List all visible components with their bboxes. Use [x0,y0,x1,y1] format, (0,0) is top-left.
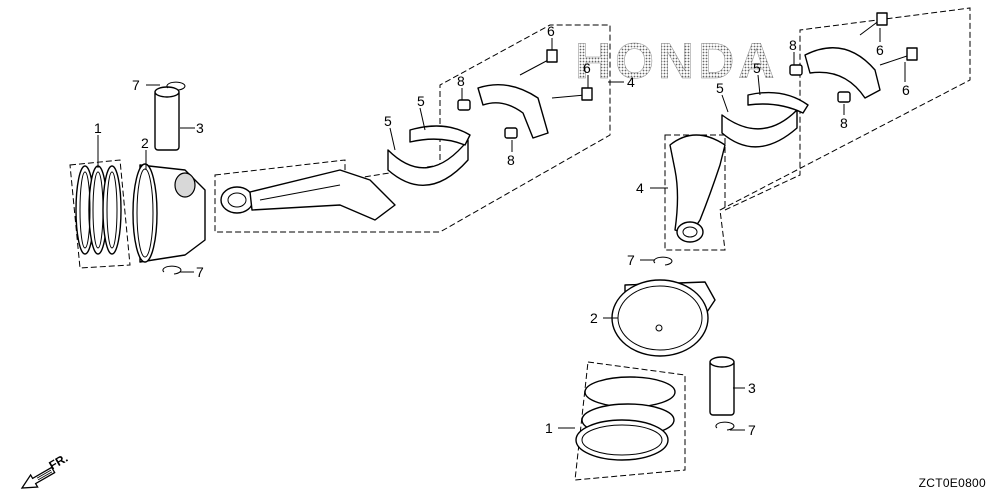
connecting-rod-left [220,169,396,221]
clip-bottom-right [715,421,735,431]
clip-top-right [653,256,673,266]
piston-pin-right [709,356,735,416]
bearings-right [721,91,809,148]
leader-lines [97,28,906,431]
dowel-left-b [504,127,518,139]
dowel-right-b [837,91,851,103]
bearings-left [387,125,471,186]
callout-3-right: 3 [748,380,756,396]
callout-7-bottom-right: 7 [748,422,756,438]
piston-pin-left [154,86,180,151]
callout-8-right-a: 8 [789,37,797,53]
callout-8-right-b: 8 [840,115,848,131]
clip-bottom-left [162,265,182,275]
piston-left [132,163,206,263]
rod-cap-right [804,47,881,99]
brand-watermark: HONDA [575,33,778,89]
rod-cap-left [477,83,549,139]
connecting-rod-right [669,134,726,243]
callout-8-left-b: 8 [507,152,515,168]
callout-1-right: 1 [545,420,553,436]
callout-6-left-a: 6 [547,23,555,39]
callout-7-top-left: 7 [132,77,140,93]
callout-3-left: 3 [196,120,204,136]
piston-rings-left [69,159,131,269]
bolts-right [859,12,918,66]
dowel-left-a [457,99,471,111]
callout-5-right-b: 5 [753,60,761,76]
callout-5-right-a: 5 [716,80,724,96]
callout-6-right-a: 6 [876,42,884,58]
clip-top-left [166,81,186,91]
callout-5-left-b: 5 [417,93,425,109]
callout-6-left-b: 6 [583,60,591,76]
callout-4-left: 4 [627,74,635,90]
callout-2-left: 2 [141,135,149,151]
callout-2-right: 2 [590,310,598,326]
dowel-right-a [789,64,803,76]
diagram-code: ZCT0E0800 [918,476,986,490]
callout-4-right: 4 [636,180,644,196]
front-direction-arrow [20,466,56,489]
piston-rings-right [574,361,686,481]
callout-5-left-a: 5 [384,113,392,129]
callout-8-left-a: 8 [457,73,465,89]
callout-7-top-right: 7 [627,252,635,268]
callout-1-left: 1 [94,120,102,136]
piston-right [611,279,716,357]
callout-6-right-b: 6 [902,82,910,98]
callout-7-bottom-left: 7 [196,264,204,280]
